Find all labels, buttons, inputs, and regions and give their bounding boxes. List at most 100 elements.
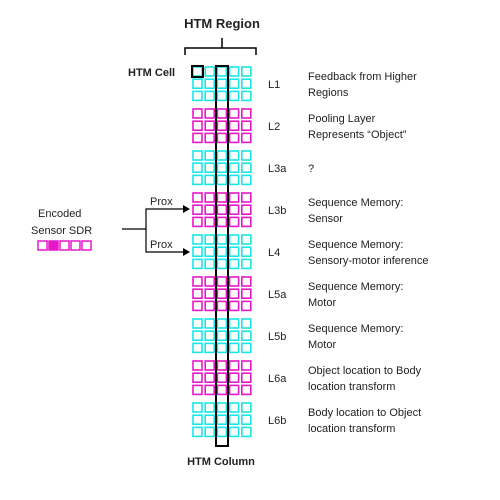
layer-cell [192, 78, 203, 89]
layer-cell [204, 162, 215, 173]
layer-cell [204, 204, 215, 215]
layer-cell [216, 216, 228, 228]
layer-cell [241, 204, 252, 215]
layer-cell [192, 414, 203, 426]
htm-column-outline [215, 65, 229, 447]
layer-cell [241, 246, 252, 257]
layer-cell [228, 288, 240, 300]
layer-description-line: Object location to Body [308, 365, 422, 377]
layer-cell [192, 384, 203, 396]
layer-cell [216, 192, 228, 203]
layer-cell [216, 384, 228, 396]
layer-cell [241, 318, 252, 329]
layer-cell [241, 258, 252, 270]
encoded-label-line2: Sensor SDR [31, 225, 92, 237]
layer-cell [216, 402, 228, 413]
layer-cell [192, 132, 203, 144]
layer-cell [216, 66, 228, 77]
layer-cell [241, 360, 252, 371]
layer-cell [192, 258, 203, 270]
layer-cell [192, 90, 203, 102]
layer-cell [228, 402, 240, 413]
layer-l5a: L5a Sequence Memory: Motor [192, 276, 403, 312]
layer-name-l6a: L6a [268, 373, 287, 385]
layer-cell [204, 402, 215, 413]
layer-cell [192, 192, 203, 203]
layer-l6a: L6a Object location to Body location trans… [192, 360, 422, 396]
layer-cell [204, 276, 215, 287]
layer-cell [216, 276, 228, 287]
layer-cell [192, 234, 203, 245]
layer-cell [241, 402, 252, 413]
layer-description-line: Feedback from Higher [308, 71, 417, 83]
layer-cell [192, 120, 203, 131]
layer-cell [228, 342, 240, 354]
layer-cell [204, 360, 215, 371]
layer-cell [204, 66, 215, 77]
layer-cell [204, 246, 215, 257]
layer-cell [241, 330, 252, 342]
layer-description-line: Sequence Memory: [308, 323, 403, 335]
layer-cell [241, 174, 252, 186]
layer-description-line: Sensor [308, 213, 343, 225]
layer-description-line: Body location to Object [308, 407, 421, 419]
sdr-bit [81, 240, 92, 251]
layer-cell [228, 384, 240, 396]
layer-cell [228, 132, 240, 144]
layer-cell [241, 276, 252, 287]
layer-cell [228, 204, 240, 215]
layer-cell [192, 162, 203, 173]
layer-cell [228, 300, 240, 312]
layer-cell [204, 342, 215, 354]
layer-cell [216, 150, 228, 161]
layer-cell [216, 258, 228, 270]
sdr-bit [37, 240, 48, 251]
layer-name-l2: L2 [268, 121, 280, 133]
layer-cell [192, 426, 203, 438]
layer-cell [228, 318, 240, 329]
layer-cell [241, 234, 252, 245]
layer-description-line: location transform [308, 381, 395, 393]
layer-description-line: location transform [308, 423, 395, 435]
layer-cell [204, 330, 215, 342]
layer-cell [216, 330, 228, 342]
layer-cell [204, 108, 215, 119]
layer-cell [228, 330, 240, 342]
layer-cell [204, 120, 215, 131]
layer-cell [192, 318, 203, 329]
layer-cell [241, 192, 252, 203]
layer-cell [241, 162, 252, 173]
layer-cell [216, 108, 228, 119]
layer-cell [192, 372, 203, 384]
layer-description-line: ? [308, 163, 314, 175]
layer-cell [204, 150, 215, 161]
layer-cell [192, 66, 203, 77]
layer-cell [241, 288, 252, 300]
layer-description-line: Sequence Memory: [308, 281, 403, 293]
layer-description-line: Represents “Object” [308, 129, 407, 141]
layer-cell [241, 132, 252, 144]
layer-cell [192, 150, 203, 161]
layer-cell [192, 342, 203, 354]
layer-description-line: Sequence Memory: [308, 197, 403, 209]
layer-name-l5a: L5a [268, 289, 287, 301]
layer-cell [228, 78, 240, 89]
layer-cell [216, 120, 228, 131]
layer-cell [204, 234, 215, 245]
layer-cell [241, 108, 252, 119]
sdr-bit [70, 240, 81, 251]
prox-label-l3b: Prox [150, 196, 173, 208]
layer-cell [216, 132, 228, 144]
layer-cell [228, 192, 240, 203]
layer-cell [204, 90, 215, 102]
layer-cell [228, 360, 240, 371]
layer-description-line: Motor [308, 297, 336, 309]
layer-cell [192, 276, 203, 287]
layer-cell [192, 108, 203, 119]
layer-cell [192, 246, 203, 257]
layer-cell [216, 318, 228, 329]
prox-arrowhead-l3b [183, 205, 190, 213]
